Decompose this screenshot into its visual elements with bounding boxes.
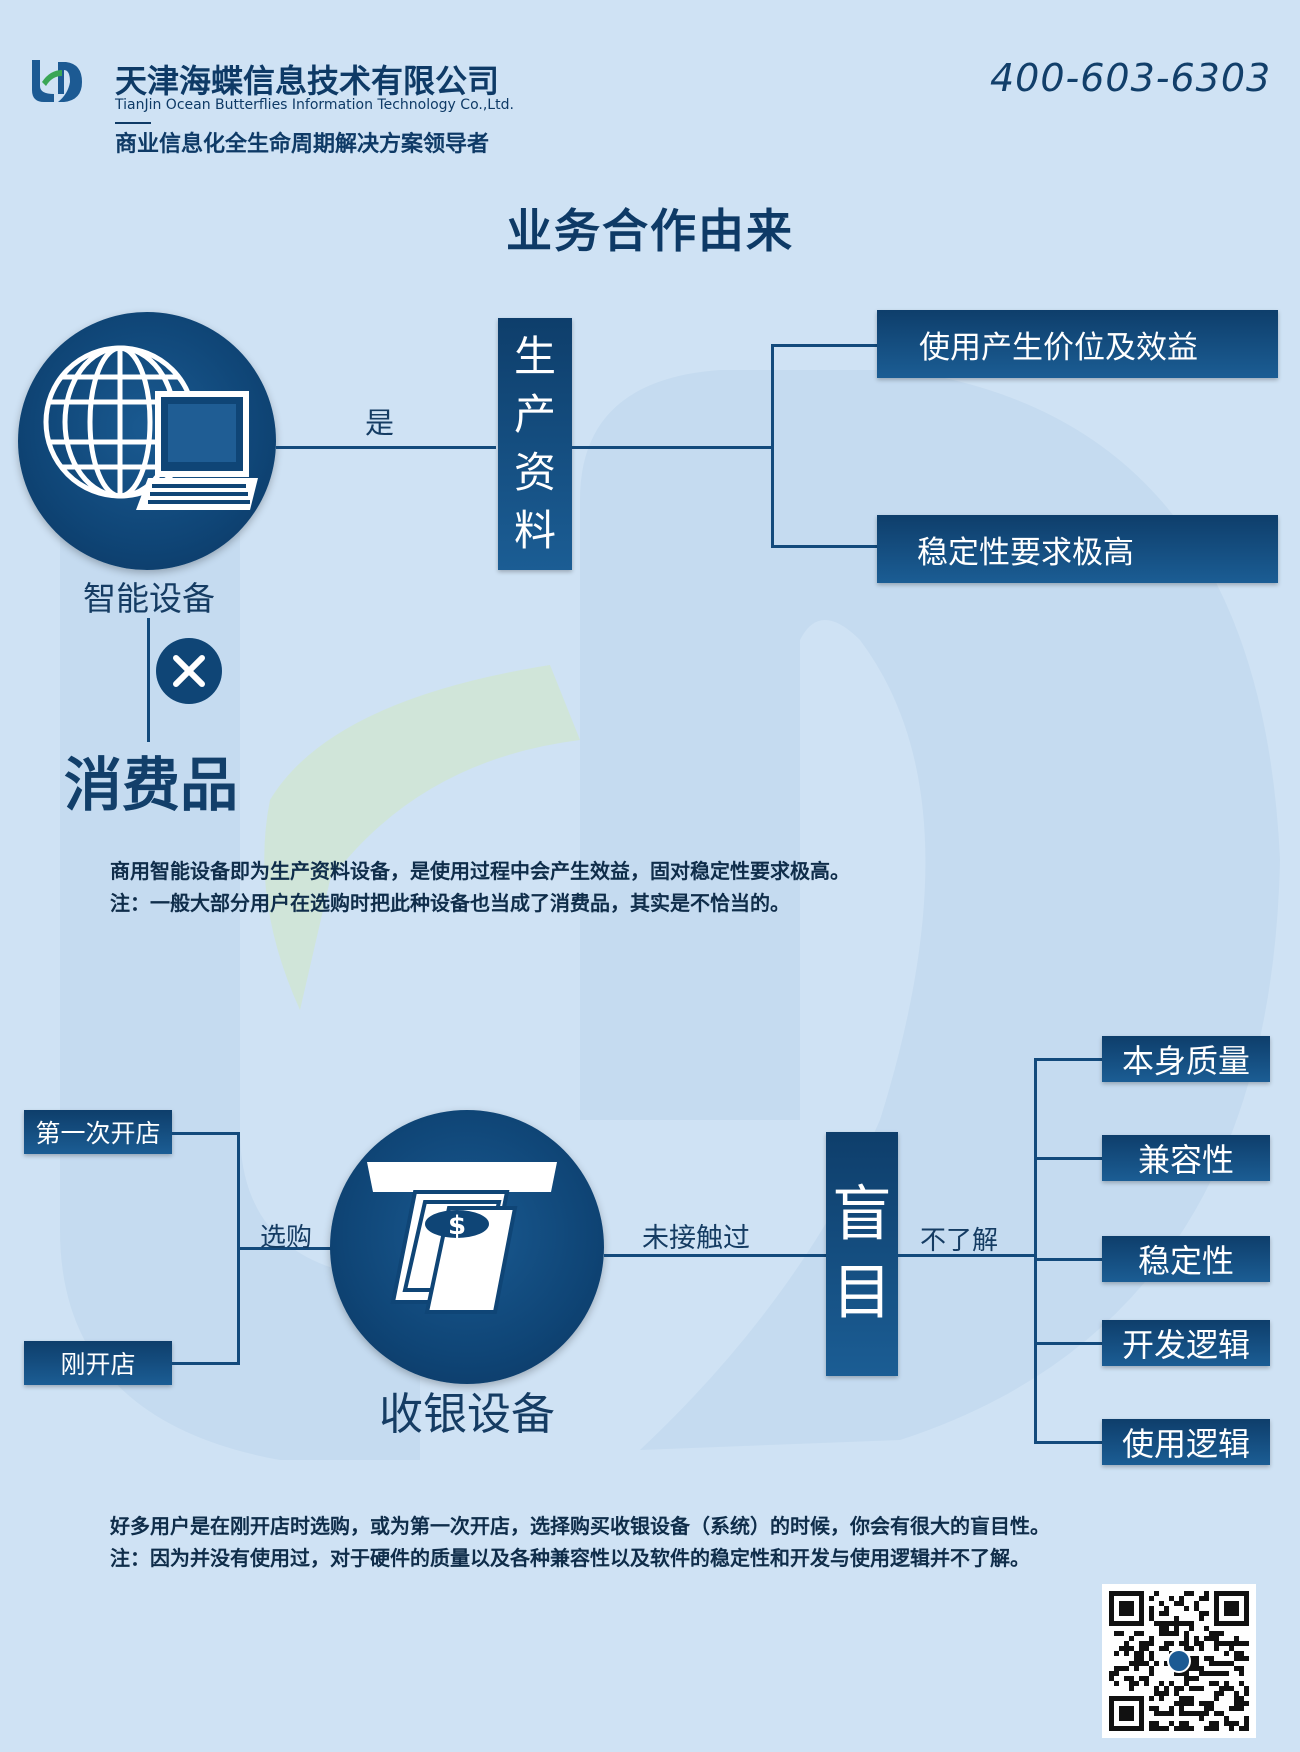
company-name-en: TianJin Ocean Butterflies Information Te… — [115, 97, 514, 113]
connector-line — [771, 344, 774, 548]
unknown-label: 不了解 — [920, 1226, 999, 1256]
connector-line — [237, 1247, 333, 1250]
company-name-cn: 天津海蝶信息技术有限公司 — [115, 62, 500, 100]
vertical-char: 料 — [513, 506, 556, 555]
blindness-box: 盲 目 — [826, 1132, 898, 1376]
vertical-char: 产 — [513, 390, 556, 439]
connector-line — [572, 446, 772, 449]
company-slogan: 商业信息化全生命周期解决方案领导者 — [115, 132, 490, 157]
source-box: 刚开店 — [24, 1341, 172, 1385]
qr-code[interactable] — [1102, 1584, 1256, 1738]
note-line: 注：一般大部分用户在选购时把此种设备也当成了消费品，其实是不恰当的。 — [110, 891, 790, 915]
connector-line — [1034, 1441, 1102, 1444]
connector-line — [172, 1132, 240, 1135]
qr-code-image — [1109, 1591, 1249, 1731]
slogan-underline — [115, 122, 151, 124]
outcome-box: 使用产生价位及效益 — [877, 310, 1278, 378]
vertical-char: 资 — [513, 448, 556, 497]
not-icon — [156, 638, 222, 704]
cashier-device-label: 收银设备 — [379, 1389, 555, 1440]
never-used-label: 未接触过 — [642, 1223, 750, 1254]
consumer-goods-label: 消费品 — [64, 751, 239, 819]
vertical-char: 生 — [513, 332, 556, 381]
connector-line — [771, 545, 877, 548]
page-title: 业务合作由来 — [506, 204, 794, 258]
buy-label: 选购 — [260, 1223, 313, 1253]
cash-register-icon: $ — [367, 1162, 557, 1314]
outcome-box: 稳定性要求极高 — [877, 515, 1278, 583]
factor-box: 开发逻辑 — [1102, 1320, 1270, 1366]
connector-line — [172, 1362, 240, 1365]
company-logo-icon — [32, 60, 82, 102]
factor-box: 稳定性 — [1102, 1236, 1270, 1282]
note-line: 注：因为并没有使用过，对于硬件的质量以及各种兼容性以及软件的稳定性和开发与使用逻… — [110, 1546, 1030, 1570]
connector-line — [1034, 1058, 1102, 1061]
relation-label: 是 — [365, 406, 395, 440]
connector-line — [1034, 1058, 1037, 1444]
connector-line — [147, 618, 150, 742]
smart-device-label: 智能设备 — [83, 579, 215, 618]
globe-laptop-icon — [43, 345, 258, 510]
factor-box: 本身质量 — [1102, 1036, 1270, 1082]
vertical-char: 目 — [832, 1258, 892, 1328]
connector-line — [1034, 1258, 1102, 1261]
connector-line — [1034, 1157, 1102, 1160]
vertical-char: 盲 — [832, 1180, 892, 1250]
svg-text:$: $ — [448, 1211, 466, 1241]
note-line: 商用智能设备即为生产资料设备，是使用过程中会产生效益，固对稳定性要求极高。 — [110, 859, 850, 883]
connector-line — [1034, 1342, 1102, 1345]
connector-line — [898, 1254, 1036, 1257]
connector-line — [771, 344, 877, 347]
production-materials-box: 生 产 资 料 — [498, 318, 572, 570]
hotline-number[interactable]: 400-603-6303 — [990, 56, 1272, 100]
smart-device-circle — [18, 312, 276, 570]
source-box: 第一次开店 — [24, 1110, 172, 1154]
connector-line — [276, 446, 496, 449]
factor-box: 兼容性 — [1102, 1135, 1270, 1181]
note-line: 好多用户是在刚开店时选购，或为第一次开店，选择购买收银设备（系统）的时候，你会有… — [110, 1514, 1050, 1538]
connector-line — [604, 1254, 828, 1257]
cashier-device-circle: $ — [330, 1110, 604, 1384]
factor-box: 使用逻辑 — [1102, 1419, 1270, 1465]
